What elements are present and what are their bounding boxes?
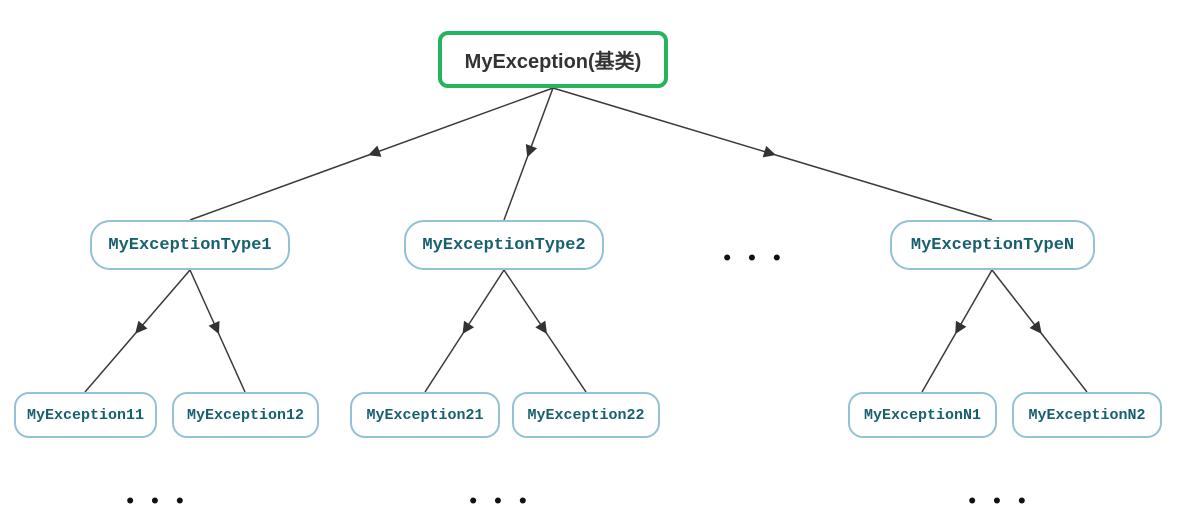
node-myexception22[interactable]: MyException22 xyxy=(512,392,660,438)
node-myexception21[interactable]: MyException21 xyxy=(350,392,500,438)
node-myexceptiontype1[interactable]: MyExceptionType1 xyxy=(90,220,290,270)
node-myexceptionn2[interactable]: MyExceptionN2 xyxy=(1012,392,1162,438)
node-label: MyException12 xyxy=(186,406,305,424)
edge-typeN-to-N1 xyxy=(921,269,993,393)
node-myexceptionn1[interactable]: MyExceptionN1 xyxy=(848,392,997,438)
node-label: MyException(基类) xyxy=(464,51,642,73)
node-label: MyException21 xyxy=(366,406,484,424)
node-label: MyException11 xyxy=(26,406,145,424)
node-label: MyExceptionN1 xyxy=(863,406,982,424)
node-label: MyExceptionType2 xyxy=(422,235,586,255)
edge-root-to-type1 xyxy=(189,87,554,221)
edge-type1-to-12 xyxy=(189,269,246,393)
edge-type2-to-22 xyxy=(503,269,587,393)
node-label: MyExceptionTypeN xyxy=(910,235,1075,255)
node-myexception11[interactable]: MyException11 xyxy=(14,392,157,438)
edge-root-to-typeN xyxy=(552,87,993,221)
node-myexceptiontype2[interactable]: MyExceptionType2 xyxy=(404,220,604,270)
continuation-ellipsis-types: ••• xyxy=(721,249,797,269)
edge-type2-to-21 xyxy=(424,269,505,393)
continuation-ellipsis-groupn: ••• xyxy=(966,492,1042,512)
continuation-ellipsis-group1: ••• xyxy=(124,492,200,512)
node-myexception12[interactable]: MyException12 xyxy=(172,392,319,438)
edge-typeN-to-N2 xyxy=(991,269,1088,393)
edge-root-to-type2 xyxy=(503,87,554,221)
node-label: MyExceptionType1 xyxy=(108,235,272,255)
node-myexception-base[interactable]: MyException(基类) xyxy=(438,31,668,88)
node-label: MyExceptionN2 xyxy=(1028,406,1146,424)
node-myexceptiontypen[interactable]: MyExceptionTypeN xyxy=(890,220,1095,270)
node-label: MyException22 xyxy=(527,406,645,424)
edge-type1-to-11 xyxy=(84,269,191,393)
continuation-ellipsis-group2: ••• xyxy=(467,492,543,512)
